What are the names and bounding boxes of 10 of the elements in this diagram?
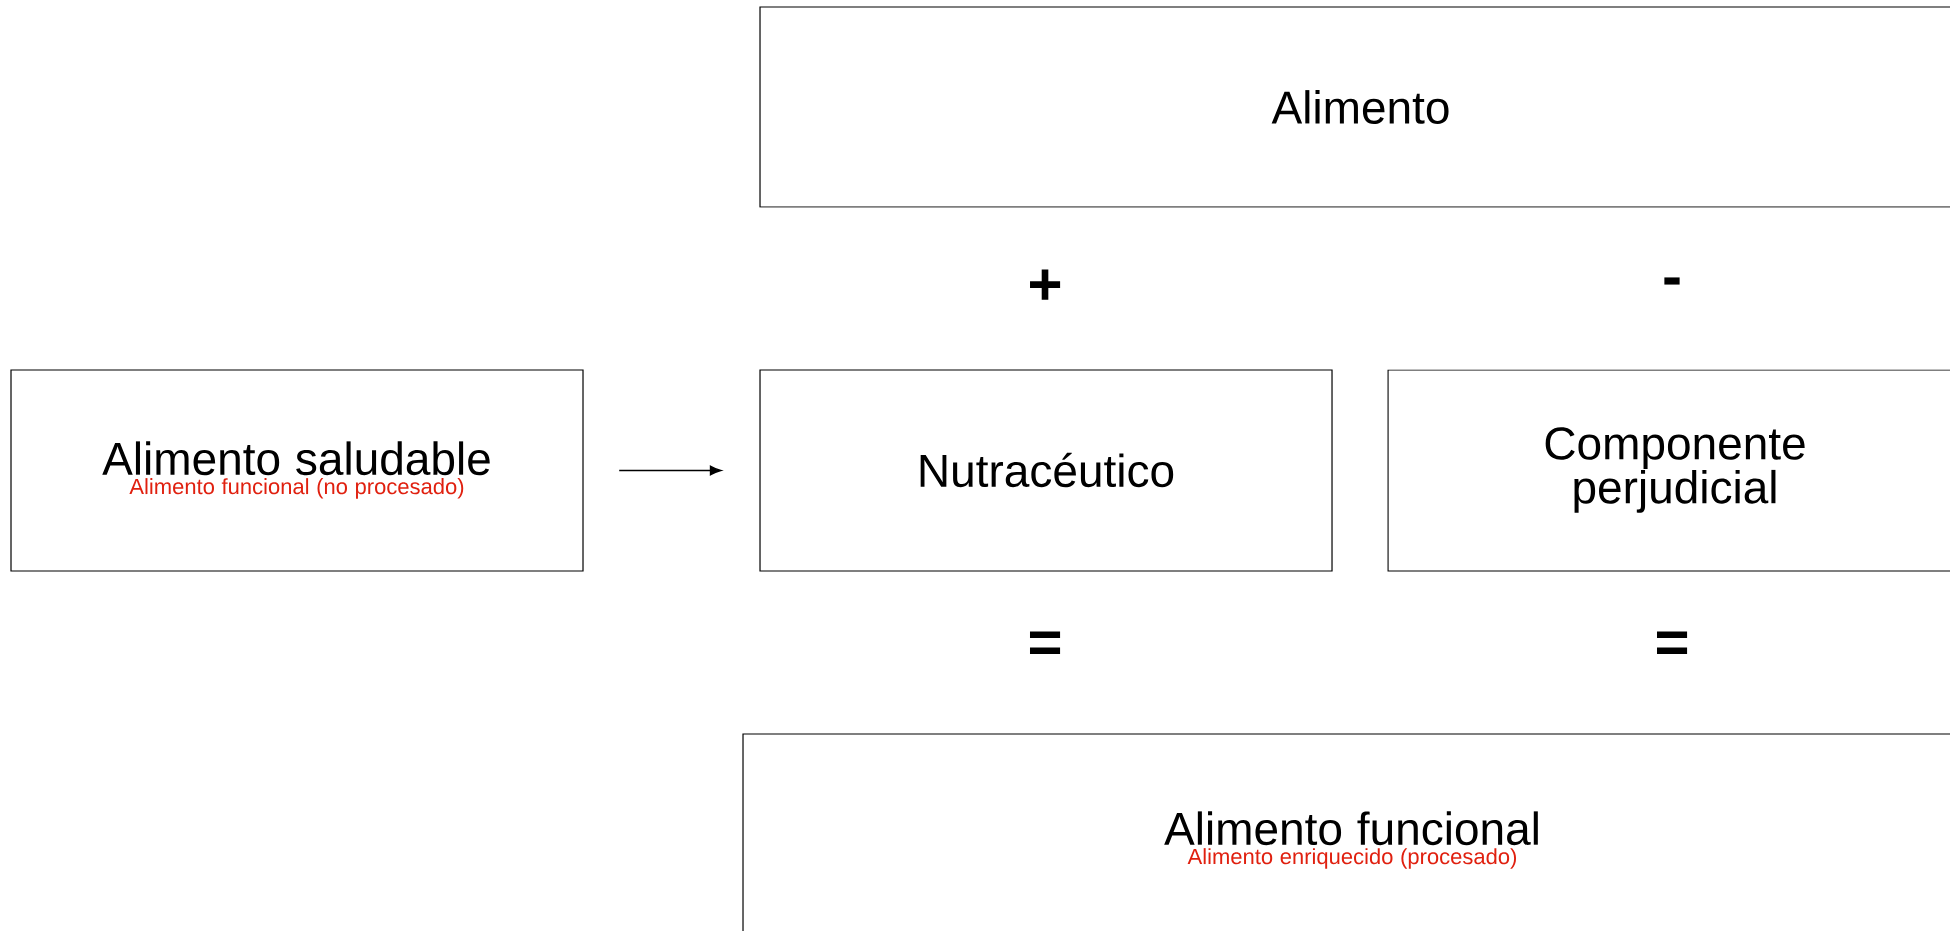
operator-sign: = — [1030, 631, 1061, 655]
box: Componente perjudicial — [1387, 369, 1950, 572]
box: Alimento — [759, 6, 1950, 208]
box: Nutracéutico — [759, 369, 1333, 572]
arrow — [618, 465, 722, 476]
operator-sign: = — [1657, 631, 1688, 655]
operator-sign: + — [1030, 269, 1061, 300]
operator-sign: - — [1664, 277, 1680, 285]
box: Alimento saludable Alimento funcional (no procesado) — [10, 369, 584, 572]
box: Alimento funcional Alimento enriquecido (procesado) — [742, 733, 1950, 931]
